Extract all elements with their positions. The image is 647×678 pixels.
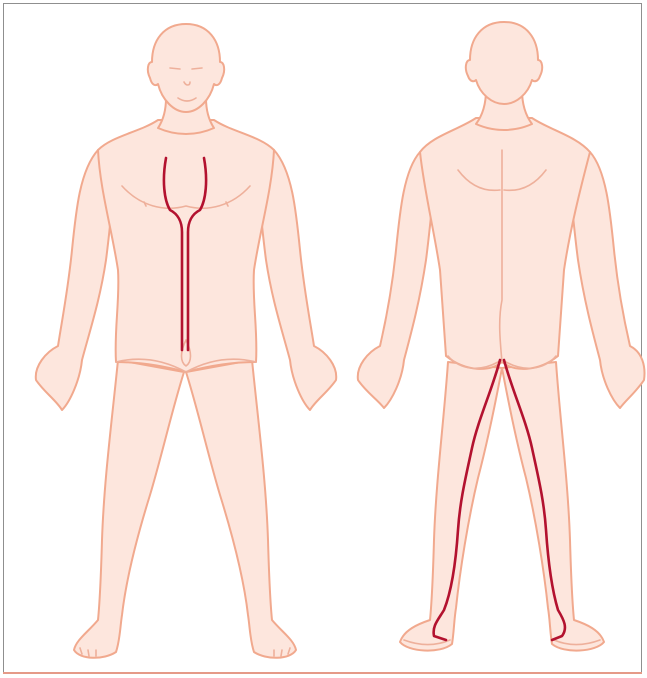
bottom-rule <box>3 672 642 674</box>
front-torso <box>98 120 274 372</box>
back-right-leg <box>502 362 604 651</box>
front-body-figure <box>36 24 336 658</box>
front-right-leg <box>186 360 296 658</box>
back-head <box>466 22 542 104</box>
back-left-arm <box>358 152 436 408</box>
back-left-leg <box>400 362 502 651</box>
front-head <box>148 24 224 112</box>
back-torso <box>420 118 590 369</box>
back-body-figure <box>358 22 645 651</box>
front-left-leg <box>74 360 184 658</box>
